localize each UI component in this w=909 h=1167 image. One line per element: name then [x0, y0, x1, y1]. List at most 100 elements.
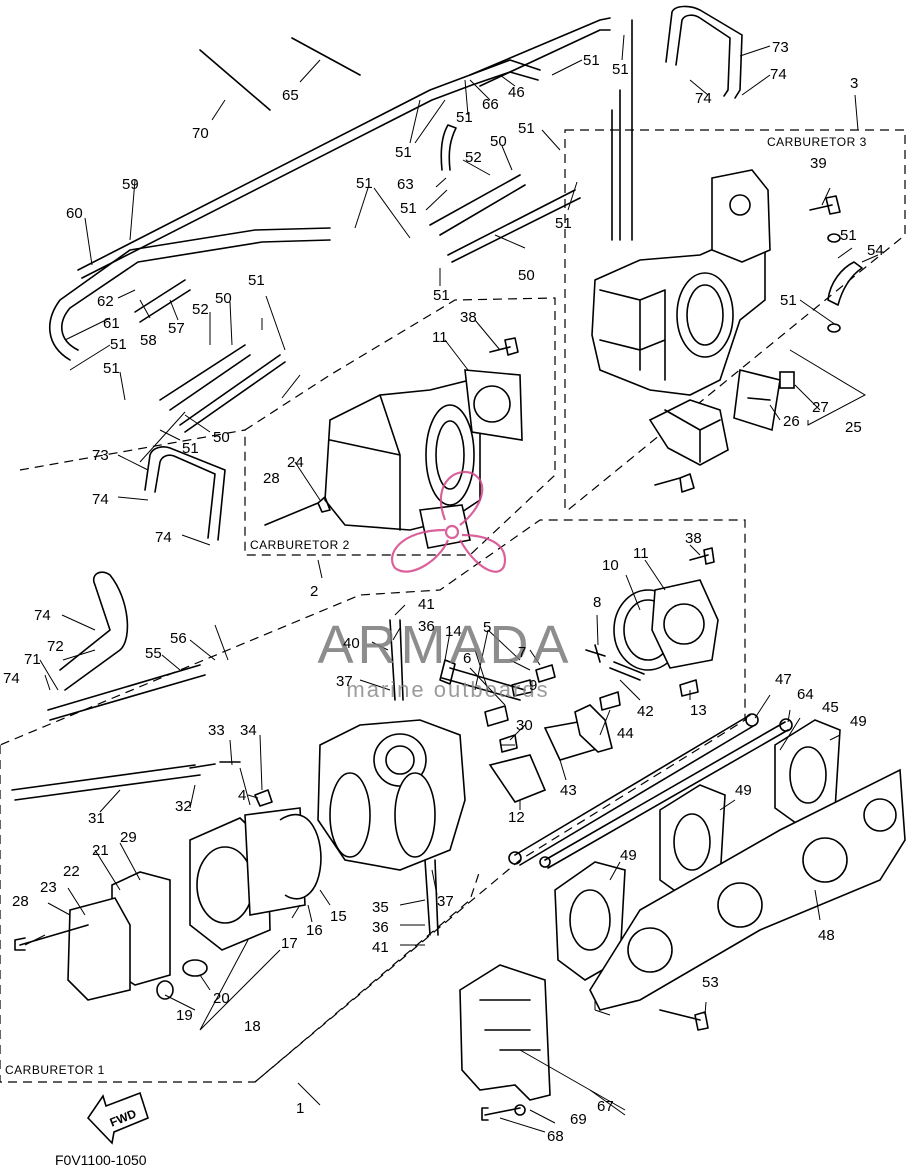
- callout: 51: [433, 287, 450, 304]
- callout: 64: [797, 686, 814, 703]
- callout: 65: [282, 87, 299, 104]
- callout: 69: [570, 1111, 587, 1128]
- callout: 46: [508, 84, 525, 101]
- callout: 11: [633, 545, 649, 562]
- callout: 51: [103, 360, 120, 377]
- callout: 74: [34, 607, 51, 624]
- callout: 2: [310, 583, 318, 600]
- callout: 48: [818, 927, 835, 944]
- label-carburetor-1: CARBURETOR 1: [5, 1063, 105, 1077]
- callout: 11: [432, 329, 448, 346]
- callout: 22: [63, 863, 80, 880]
- callout: 51: [456, 109, 473, 126]
- carburetor-2-outline: [244, 297, 556, 556]
- callout: 51: [555, 215, 572, 232]
- callout: 47: [775, 671, 792, 688]
- callout: 17: [281, 935, 298, 952]
- callout: 74: [695, 90, 712, 107]
- callout: 24: [287, 454, 304, 471]
- callout: 15: [330, 908, 347, 925]
- callout: 74: [155, 529, 172, 546]
- section-outlines: [0, 129, 906, 1083]
- fuel-hoses: [47, 5, 743, 721]
- watermark-tagline: marine outboards: [346, 677, 549, 702]
- carburetor-2-assembly: [264, 337, 523, 549]
- callout: 1: [296, 1100, 304, 1117]
- callout: 51: [780, 292, 797, 309]
- callout: 12: [508, 809, 525, 826]
- callout: 21: [92, 842, 109, 859]
- callout: 56: [170, 630, 187, 647]
- callout: 36: [418, 618, 435, 635]
- callout-labels: 1 2 3 4 5 6 7 8 9 10 11 11 12 13 14 15 1…: [3, 39, 884, 1145]
- callout: 23: [40, 879, 57, 896]
- callout: 50: [215, 290, 232, 307]
- callout: 45: [822, 699, 839, 716]
- callout: 36: [372, 919, 389, 936]
- callout: 61: [103, 315, 120, 332]
- callout: 51: [182, 440, 199, 457]
- callout: 74: [3, 670, 20, 687]
- callout: 54: [867, 242, 884, 259]
- linkage-and-gaskets: [459, 713, 906, 1121]
- callout: 20: [213, 990, 230, 1007]
- callout: 74: [770, 66, 787, 83]
- callout: 37: [437, 893, 454, 910]
- callout: 51: [583, 52, 600, 69]
- carb2-to-carb1-link: [19, 429, 246, 471]
- callout: 8: [593, 594, 601, 611]
- callout: 51: [400, 200, 417, 217]
- callout: 49: [850, 713, 867, 730]
- callout: 14: [445, 623, 462, 640]
- callout: 39: [810, 155, 827, 172]
- callout: 18: [244, 1018, 261, 1035]
- callout: 30: [516, 717, 533, 734]
- propeller-logo-icon: [390, 470, 507, 573]
- callout: 35: [372, 899, 389, 916]
- callout: 72: [47, 638, 64, 655]
- callout: 5: [483, 619, 491, 636]
- callout: 53: [702, 974, 719, 991]
- callout: 57: [168, 320, 185, 337]
- carburetor-3-assembly: [591, 19, 863, 493]
- callout: 32: [175, 798, 192, 815]
- callout: 6: [463, 650, 471, 667]
- callout: 73: [92, 447, 109, 464]
- callout: 63: [397, 176, 414, 193]
- callout: 3: [850, 75, 858, 92]
- callout: 62: [97, 293, 114, 310]
- callout: 9: [529, 677, 537, 694]
- callout: 42: [637, 703, 654, 720]
- leader-lines: [24, 34, 879, 1133]
- callout: 7: [518, 644, 526, 661]
- callout: 51: [110, 336, 127, 353]
- callout: 49: [620, 847, 637, 864]
- callout: 66: [482, 96, 499, 113]
- callout: 71: [24, 651, 41, 668]
- callout: 4: [238, 787, 246, 804]
- callout: 16: [306, 922, 323, 939]
- callout: 37: [336, 673, 353, 690]
- callout: 51: [248, 272, 265, 289]
- callout: 31: [88, 810, 105, 827]
- callout: 19: [176, 1007, 193, 1024]
- callout: 27: [812, 399, 829, 416]
- callout: 25: [845, 419, 862, 436]
- callout: 26: [783, 413, 800, 430]
- label-carburetor-2: CARBURETOR 2: [250, 538, 350, 552]
- callout: 51: [395, 144, 412, 161]
- label-carburetor-3: CARBURETOR 3: [767, 135, 867, 149]
- callout: 41: [372, 939, 389, 956]
- callout: 68: [547, 1128, 564, 1145]
- forward-arrow-icon: FWD: [86, 1091, 149, 1145]
- diagram-code: F0V1100-1050: [55, 1152, 147, 1167]
- callout: 51: [612, 61, 629, 78]
- callout: 55: [145, 645, 162, 662]
- callout: 38: [460, 309, 477, 326]
- carburetor-1-assembly: [11, 547, 719, 1001]
- callout: 38: [685, 530, 702, 547]
- callout: 58: [140, 332, 157, 349]
- callout: 74: [92, 491, 109, 508]
- callout: 60: [66, 205, 83, 222]
